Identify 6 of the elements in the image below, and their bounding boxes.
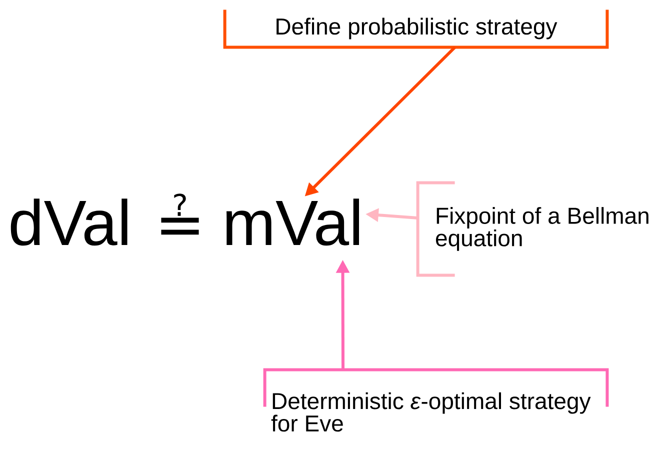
- bracket-callout: Fixpoint of a Bellman equation: [416, 181, 648, 277]
- questioned-equal-sign: ≟: [161, 194, 199, 235]
- bracket-callout: Deterministic ε-optimal strategy for Eve: [263, 368, 609, 432]
- bracket-callout: Define probabilistic strategy: [223, 10, 609, 49]
- equation-term: mVal: [226, 198, 359, 246]
- equation-term: dVal: [10, 198, 128, 246]
